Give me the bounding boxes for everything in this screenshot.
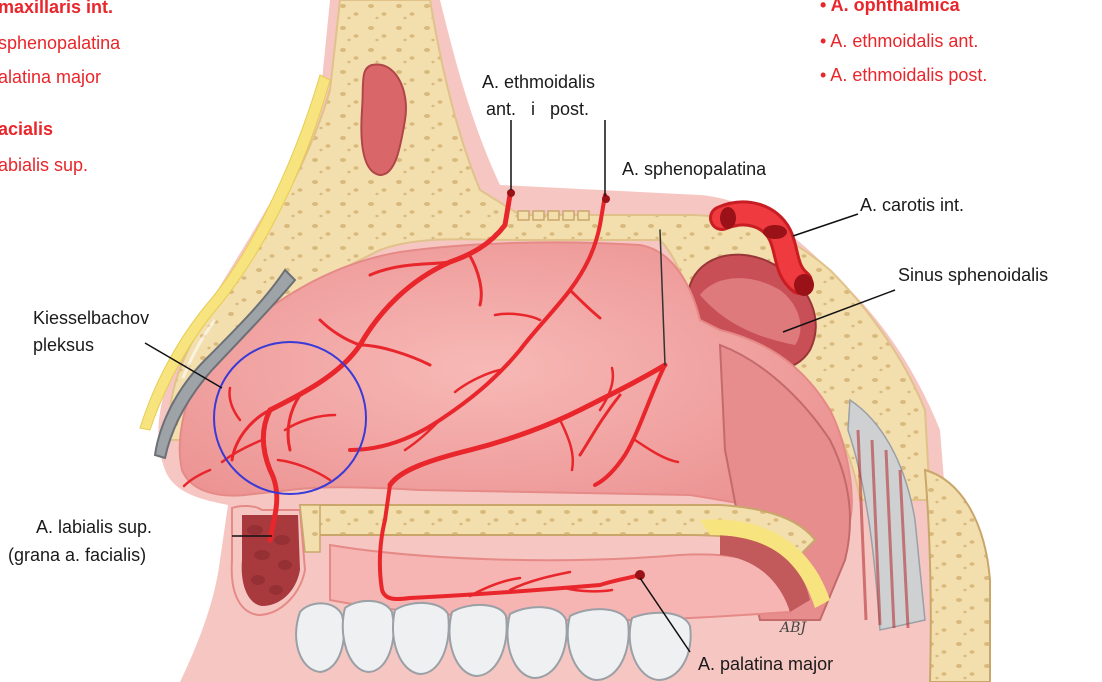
legend-left-title-2: acialis: [0, 118, 53, 140]
label-sphenopalatina: A. sphenopalatina: [622, 157, 766, 181]
legend-left-item-2: alatina major: [0, 66, 101, 88]
label-labialis-line1: A. labialis sup.: [36, 515, 152, 539]
legend-right-item-2: • A. ethmoidalis post.: [820, 64, 987, 86]
legend-right-title: • A. ophthalmica: [820, 0, 960, 16]
label-ethmoidalis-line2: ant. i post.: [486, 97, 589, 121]
label-kiesselbach-line2: pleksus: [33, 333, 94, 357]
label-ethmoidalis-line1: A. ethmoidalis: [482, 70, 595, 94]
cribriform-plate: [518, 211, 589, 220]
legend-left-item-1: sphenopalatina: [0, 32, 120, 54]
label-sinus: Sinus sphenoidalis: [898, 263, 1048, 287]
label-palatina: A. palatina major: [698, 652, 833, 676]
label-carotis: A. carotis int.: [860, 193, 964, 217]
signature: ABJ: [778, 620, 807, 636]
label-kiesselbach-line1: Kiesselbachov: [33, 306, 149, 330]
legend-left-item-3: abialis sup.: [0, 154, 88, 176]
legend-left-title-1: maxillaris int.: [0, 0, 113, 18]
label-labialis-line2: (grana a. facialis): [8, 543, 146, 567]
legend-right-item-1: • A. ethmoidalis ant.: [820, 30, 978, 52]
vertebra: [925, 470, 990, 682]
